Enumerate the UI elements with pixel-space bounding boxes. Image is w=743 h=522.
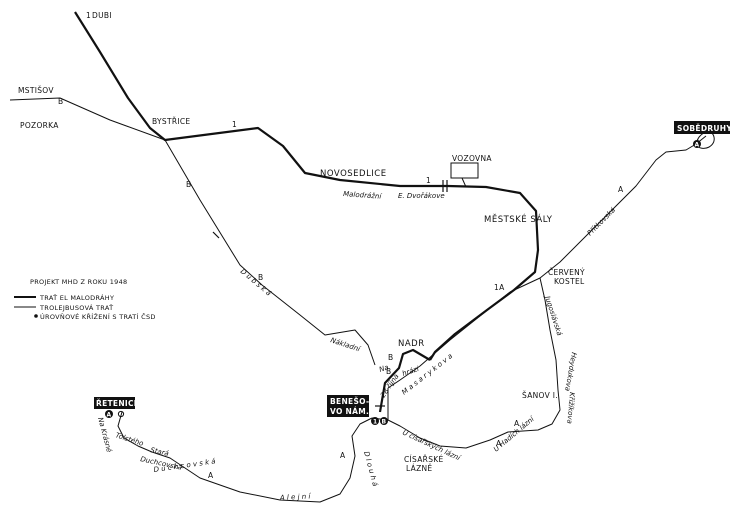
badge-sobedruhy-circle xyxy=(693,140,701,148)
line-marker-b-dubska-2: B xyxy=(258,273,263,282)
legend-trolley: TROLEJBUSOVÁ TRAŤ xyxy=(39,303,113,312)
trolley-line-mstisov xyxy=(9,97,166,141)
street-tolsteho: Tolstého xyxy=(114,431,144,448)
line-marker-b-dubska: B xyxy=(186,180,191,189)
street-malodrazni: Malodrážní xyxy=(343,190,383,201)
trolley-line-duchcovska xyxy=(117,411,373,503)
line-marker-a-dlouha: A xyxy=(340,451,346,460)
level-crossing-marks xyxy=(212,180,448,407)
line-marker-1a: 1A xyxy=(494,283,505,292)
legend-title: PROJEKT MHD Z ROKU 1948 xyxy=(30,278,127,286)
street-dlouha: D l o u h á xyxy=(362,450,379,487)
badge-sobedruhy: A xyxy=(695,142,700,149)
place-mstisov: MSTIŠOV xyxy=(18,86,54,95)
badge-beneso-b: B xyxy=(382,419,387,426)
line-marker-b-hrazi: B xyxy=(386,367,391,376)
trolley-line-sobedruhy-loop xyxy=(696,131,715,149)
street-na: Na xyxy=(378,363,390,374)
line-marker-b-mstisov: B xyxy=(58,97,63,106)
line-marker-b-nadr: B xyxy=(388,353,393,362)
depot-connector xyxy=(461,177,467,188)
tram-line-nadr-beneso xyxy=(378,348,431,413)
street-na-krasne: Na Krásné xyxy=(96,416,113,453)
place-dubi: DUBI xyxy=(92,11,112,20)
trolley-line-sobedruhy xyxy=(509,135,707,293)
street-nakladni: Nákladní xyxy=(329,336,362,353)
street-dvorakove: E. Dvořákove xyxy=(398,192,445,200)
place-novosedlice: NOVOSEDLICE xyxy=(320,169,387,179)
line-marker-a-duchcovska: A xyxy=(208,471,214,480)
line-marker-a-sobedruhy: A xyxy=(618,185,624,194)
place-cisarske-2: LÁZNĚ xyxy=(406,464,432,473)
tram-line-dubi-bystrice xyxy=(74,11,540,361)
trolley-line-masarykova xyxy=(387,291,511,389)
place-nadr: NADR xyxy=(398,339,425,349)
badge-retenice: A xyxy=(107,412,112,419)
place-dubi-prefix: 1 xyxy=(86,11,91,20)
place-cisarske-1: CÍSAŘSKÉ xyxy=(404,455,444,464)
place-cerveny-kostel-1: ČERVENÝ xyxy=(548,268,585,277)
badge-beneso-1: 1 xyxy=(373,419,377,426)
place-bystrice: BYSTŘICE xyxy=(152,117,190,126)
depot-box xyxy=(450,162,479,179)
legend: PROJEKT MHD Z ROKU 1948 TRAŤ EL MALODRÁH… xyxy=(14,278,156,321)
terminal-retenice-box xyxy=(94,397,135,409)
terminal-beneso-1: BENEŠO- xyxy=(330,397,369,406)
terminal-beneso-box xyxy=(327,395,369,417)
legend-crossing-swatch xyxy=(34,314,38,318)
terminal-beneso-2: VO NÁM. xyxy=(330,407,369,416)
street-jugoslavska: Jugoslávská xyxy=(542,293,563,337)
street-heydukova: Heydukova xyxy=(563,352,578,392)
terminal-retenice: ŘETENICE xyxy=(96,399,139,408)
place-vozovna: VOZOVNA xyxy=(452,154,492,163)
badge-retenice-circle xyxy=(105,410,113,418)
street-pritkovska: Přítkovská xyxy=(586,206,617,237)
legend-crossing: ÚROVŇOVÉ KŘÍŽENÍ S TRATÍ ČSD xyxy=(40,312,156,321)
terminal-sobedruhy-box xyxy=(674,121,730,134)
street-krizikova: Křižíkova xyxy=(565,392,576,424)
legend-tram: TRAŤ EL MALODRÁHY xyxy=(39,293,114,302)
place-mestske-saly: MĚSTSKÉ SÁLY xyxy=(484,213,553,225)
badge-retenice-dot xyxy=(117,410,125,418)
trolley-line-pozorka-dubska xyxy=(164,139,376,366)
street-alejni: A l e j n í xyxy=(279,492,312,502)
place-cerveny-kostel-2: KOSTEL xyxy=(554,277,585,286)
line-marker-1-novosedlice: 1 xyxy=(426,176,431,185)
street-dubska: D u b s k á xyxy=(239,267,273,297)
place-pozorka: POZORKA xyxy=(20,121,59,130)
badge-beneso-b-circle xyxy=(380,417,388,425)
place-sanov: ŠANOV I. xyxy=(522,391,558,400)
trolley-line-cerveny-sanov xyxy=(387,277,561,449)
line-marker-1-bystrice: 1 xyxy=(232,120,237,129)
badge-beneso-1-circle xyxy=(371,417,379,425)
street-stara-1: Stará xyxy=(150,446,170,458)
terminal-sobedruhy: SOBĚDRUHY xyxy=(677,124,732,133)
line-marker-a-hadich: A xyxy=(496,439,502,448)
line-marker-a-sanov: A xyxy=(514,419,520,428)
